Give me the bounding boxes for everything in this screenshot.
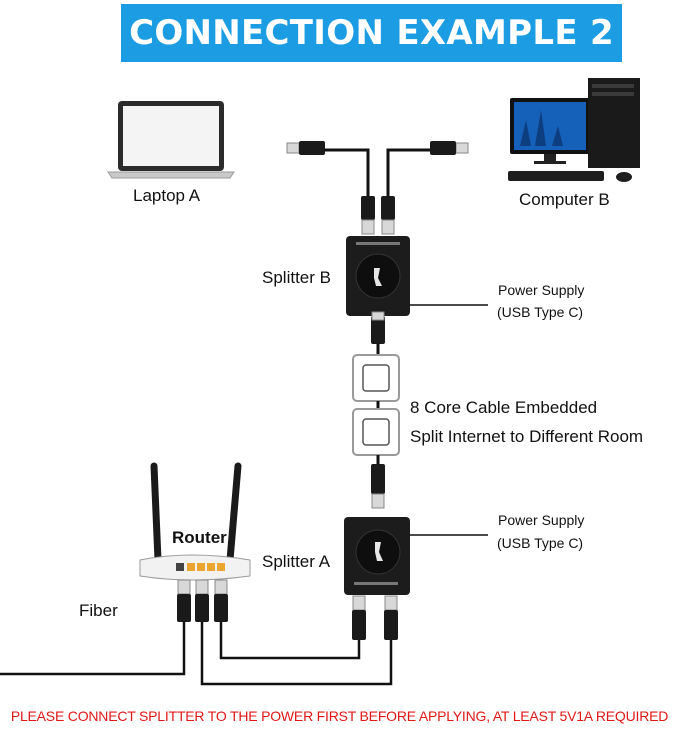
fiber-label: Fiber <box>79 601 118 620</box>
power-warning-note: PLEASE CONNECT SPLITTER TO THE POWER FIR… <box>10 708 669 724</box>
cable-line2-label: Split Internet to Different Room <box>410 427 644 446</box>
bottom-cables <box>0 622 393 686</box>
splitter-a-connectors <box>352 595 398 640</box>
power-supply-a-line2: (USB Type C) <box>497 535 584 551</box>
splitter-b-label: Splitter B <box>262 268 331 287</box>
router-icon <box>139 462 251 581</box>
title-banner: CONNECTION EXAMPLE 2 <box>121 4 622 62</box>
laptop-a-label: Laptop A <box>133 186 201 205</box>
middle-cable <box>352 311 400 509</box>
computer-icon <box>508 78 640 182</box>
power-supply-a-line1: Power Supply <box>498 512 585 528</box>
page-title: CONNECTION EXAMPLE 2 <box>129 13 614 53</box>
splitter-a-label: Splitter A <box>262 552 331 571</box>
splitter-b-cables <box>300 148 452 198</box>
computer-b-label: Computer B <box>519 190 610 209</box>
cable-line1-label: 8 Core Cable Embedded <box>410 398 598 417</box>
laptop-icon <box>107 101 235 179</box>
router-connectors <box>177 579 228 622</box>
splitter-b-device <box>346 236 410 316</box>
router-label: Router <box>172 528 227 547</box>
rj45-connectors-top <box>286 141 469 235</box>
splitter-a-device <box>344 517 410 595</box>
power-supply-b-line1: Power Supply <box>498 282 585 298</box>
power-supply-b-line2: (USB Type C) <box>497 304 584 320</box>
